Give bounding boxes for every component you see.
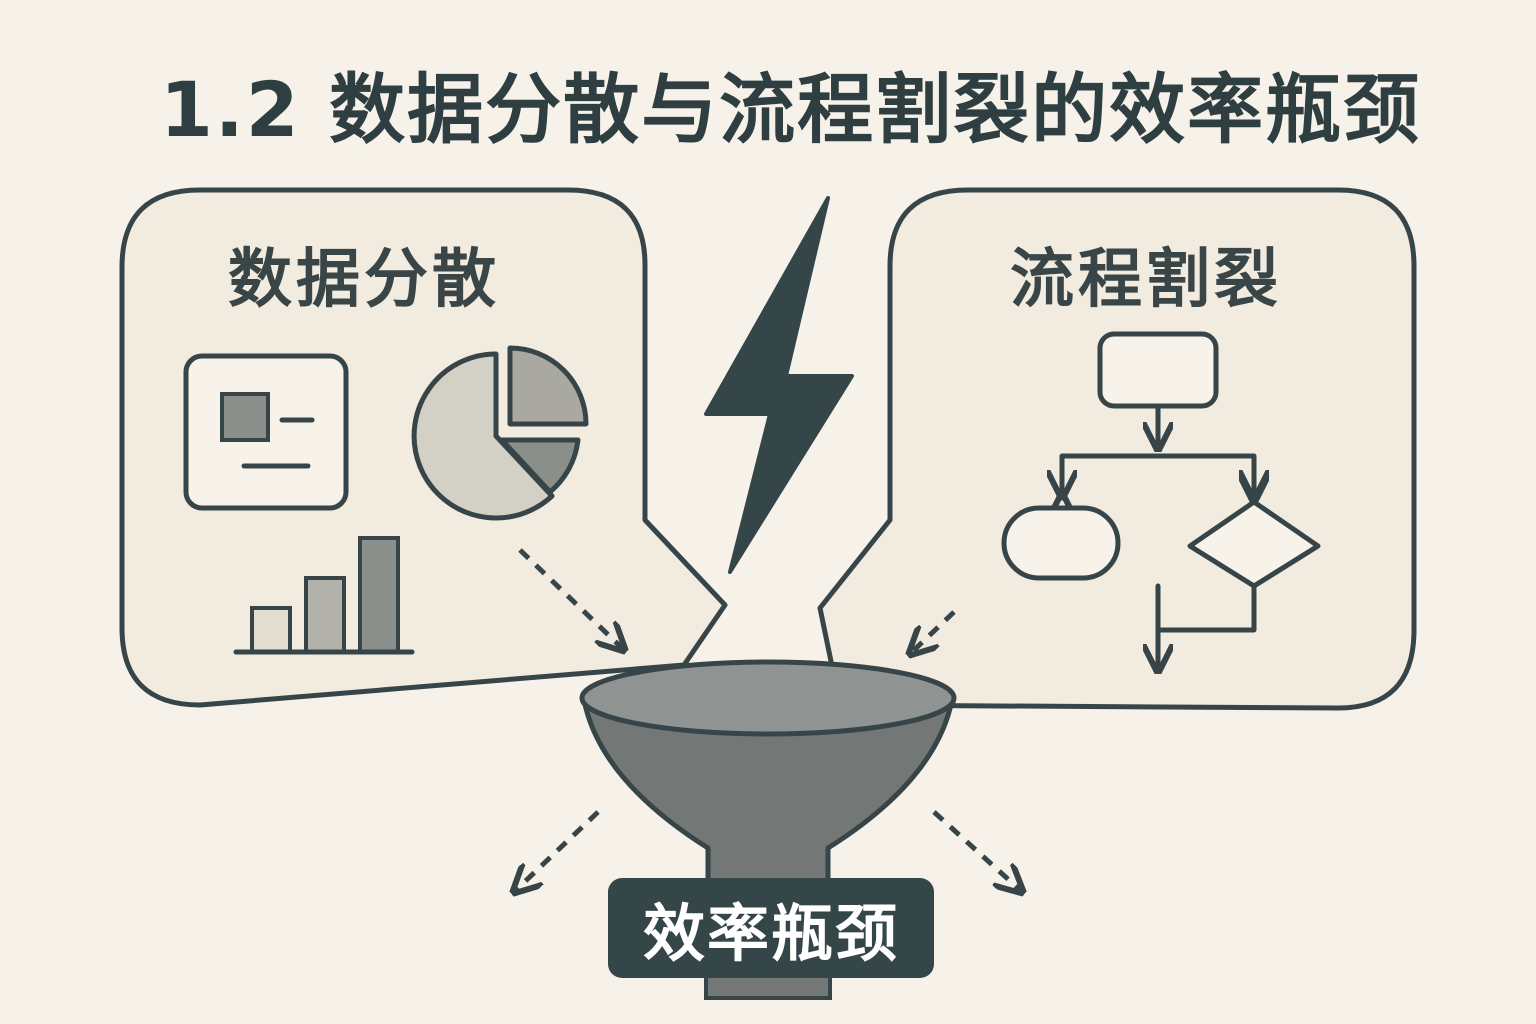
dashed-arrow-out-left	[516, 810, 600, 890]
flowchart-icon	[1001, 331, 1321, 668]
bar-chart-icon	[233, 536, 415, 655]
dashed-arrow-out-right	[932, 810, 1020, 890]
process-fragmented-label: 流程割裂	[1010, 243, 1282, 317]
pie-chart-icon	[411, 345, 589, 521]
page-title: 1.2 数据分散与流程割裂的效率瓶颈	[160, 65, 1422, 154]
efficiency-bottleneck-badge: 效率瓶颈	[608, 878, 934, 978]
dashed-arrow-in-left	[518, 548, 622, 648]
data-scattered-label: 数据分散	[228, 243, 500, 317]
document-icon	[183, 353, 349, 511]
lightning-icon	[704, 196, 854, 574]
dashed-arrow-in-right	[912, 610, 956, 652]
